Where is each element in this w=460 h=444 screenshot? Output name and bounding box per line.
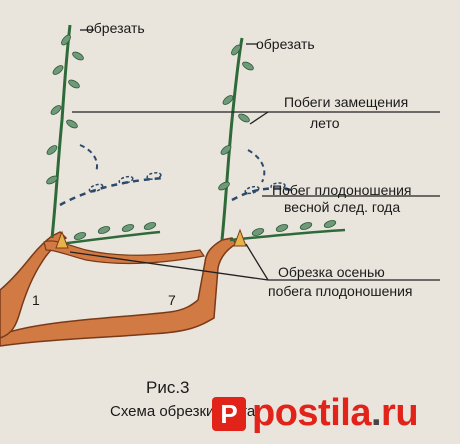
- dashed-leaves: [88, 172, 286, 195]
- left-dashed-shoot: [59, 176, 166, 207]
- label-autumn-title: Обрезка осенью: [278, 264, 385, 280]
- label-replacement-season: лето: [310, 115, 340, 131]
- watermark-tld: ru: [381, 392, 419, 434]
- label-replacement-title: Побеги замещения: [284, 94, 409, 110]
- trunk: [0, 237, 238, 347]
- figure-number: Рис.3: [146, 378, 190, 397]
- cut-markers: [55, 228, 247, 249]
- leader-lines: [69, 29, 440, 281]
- watermark-text: postila: [252, 392, 371, 434]
- postila-logo-icon: P: [212, 396, 246, 431]
- right-lateral-shoot: [229, 228, 346, 242]
- watermark-dot: .: [370, 392, 382, 434]
- leader-autumn-2: [245, 243, 269, 281]
- leader-replacement-right: [249, 111, 269, 125]
- left-shoot-leaves: [46, 34, 84, 185]
- left-cane-base: [43, 240, 206, 265]
- lateral-leaves: [73, 220, 337, 240]
- label-autumn-target: побега плодоношения: [268, 283, 413, 299]
- right-shoot-leaves: [218, 44, 254, 191]
- bud-right: [233, 228, 247, 247]
- left-dashed-curl: [79, 144, 98, 173]
- label-cut-right: обрезать: [256, 36, 315, 52]
- label-fruiting-title: Побег плодоношения: [272, 182, 412, 198]
- label-cane-7: 7: [168, 292, 176, 308]
- leader-autumn-1: [69, 251, 269, 281]
- bud-left: [55, 230, 69, 249]
- right-dashed-shoot: [231, 187, 293, 202]
- label-fruiting-season: весной след. года: [284, 199, 401, 215]
- label-cane-1: 1: [32, 292, 40, 308]
- right-main-shoot: [220, 37, 244, 241]
- left-main-shoot: [50, 24, 72, 239]
- label-cut-left: обрезать: [86, 20, 145, 36]
- left-lateral-shoot: [59, 230, 161, 246]
- right-dashed-curl: [247, 149, 266, 183]
- watermark: P postila . ru: [212, 392, 419, 435]
